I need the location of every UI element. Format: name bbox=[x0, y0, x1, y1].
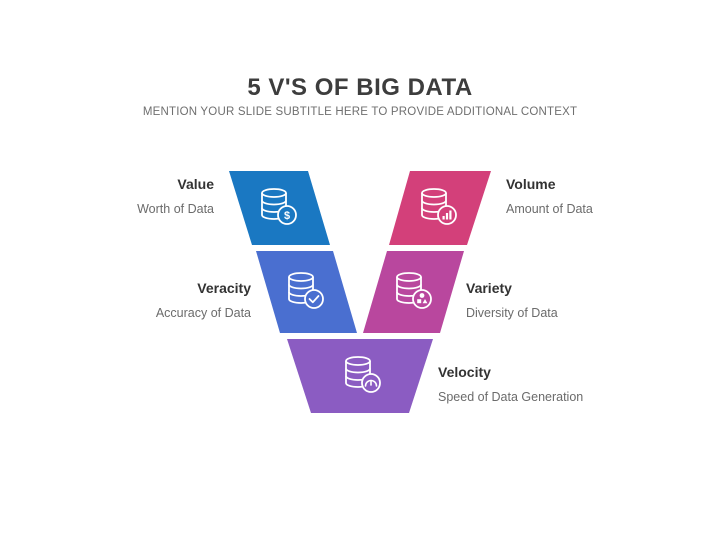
dollar-badge-icon: $ bbox=[284, 210, 290, 222]
label-veracity: Veracity Accuracy of Data bbox=[51, 280, 251, 320]
veracity-heading: Veracity bbox=[197, 280, 251, 296]
volume-description: Amount of Data bbox=[506, 202, 593, 216]
database-icon bbox=[396, 272, 432, 309]
segment-value-shape bbox=[229, 171, 330, 245]
segment-veracity bbox=[256, 251, 357, 333]
segment-velocity bbox=[287, 339, 433, 413]
volume-heading: Volume bbox=[506, 176, 556, 192]
velocity-description: Speed of Data Generation bbox=[438, 390, 584, 404]
segment-veracity-shape bbox=[256, 251, 357, 333]
segment-volume bbox=[389, 171, 491, 245]
bar-chart-badge-icon bbox=[442, 210, 452, 220]
label-variety: Variety Diversity of Data bbox=[466, 280, 666, 320]
database-icon bbox=[345, 356, 381, 393]
check-badge-icon bbox=[308, 295, 320, 304]
segment-variety bbox=[363, 251, 464, 333]
label-volume: Volume Amount of Data bbox=[506, 176, 706, 216]
label-value: Value Worth of Data bbox=[14, 176, 214, 216]
value-description: Worth of Data bbox=[137, 202, 214, 216]
variety-heading: Variety bbox=[466, 280, 512, 296]
database-icon bbox=[288, 272, 324, 309]
value-heading: Value bbox=[177, 176, 214, 192]
slide-title: 5 V'S OF BIG DATA bbox=[247, 74, 473, 101]
variety-description: Diversity of Data bbox=[466, 306, 558, 320]
label-velocity: Velocity Speed of Data Generation bbox=[438, 364, 698, 404]
speedometer-badge-icon bbox=[364, 379, 378, 387]
veracity-description: Accuracy of Data bbox=[155, 306, 251, 320]
velocity-heading: Velocity bbox=[438, 364, 491, 380]
database-icon: $ bbox=[261, 188, 297, 225]
shapes-badge-icon bbox=[417, 293, 428, 304]
database-icon bbox=[421, 188, 457, 225]
slide-subtitle: MENTION YOUR SLIDE SUBTITLE HERE TO PROV… bbox=[142, 106, 578, 118]
segment-velocity-shape bbox=[287, 339, 433, 413]
segment-variety-shape bbox=[363, 251, 464, 333]
segment-value: $ bbox=[229, 171, 330, 245]
